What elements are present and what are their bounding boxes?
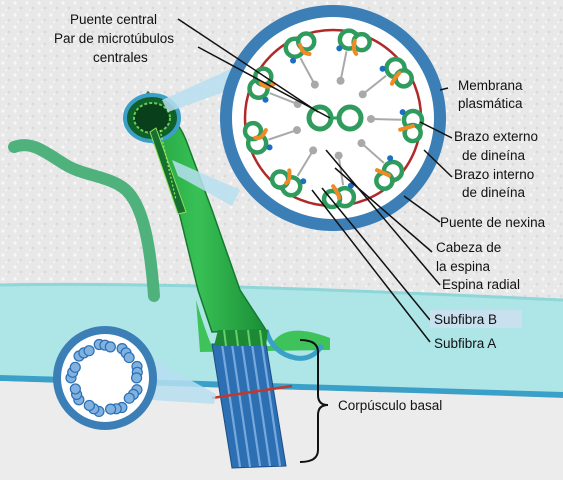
- basal-triplet: [123, 384, 143, 404]
- triplet-tubule: [69, 383, 81, 395]
- triplet-tubule: [69, 361, 81, 373]
- radial-spoke: [370, 117, 402, 121]
- basal-cross-section: [53, 326, 157, 430]
- label-outer-dynein-line1: Brazo externo: [454, 129, 538, 144]
- spoke-head: [366, 114, 375, 123]
- microtubule-doublet: [242, 120, 273, 155]
- microtubule-doublet: [398, 108, 425, 144]
- basal-triplet: [69, 383, 85, 406]
- cilium-cut-inner: [133, 102, 171, 134]
- inner-dynein-arm: [300, 178, 307, 185]
- basal-triplet: [83, 399, 105, 418]
- label-outer-dynein-line2: de dineína: [462, 148, 526, 163]
- outer-dynein-arm: [389, 70, 402, 86]
- subfiber-b-tubule: [242, 120, 264, 142]
- spoke-head: [336, 76, 345, 85]
- exposed-microtubules: [149, 127, 187, 215]
- outer-dynein-arm: [284, 168, 292, 186]
- triplet-tubule: [105, 403, 117, 415]
- basal-body: [211, 329, 293, 469]
- label-radial-spoke: Espina radial: [442, 277, 520, 292]
- label-central-bridge: Puente central: [70, 12, 157, 27]
- inner-dynein-arm: [262, 96, 269, 103]
- zoom-wedge-top: [162, 62, 246, 112]
- label-nexin-link: Puente de nexina: [440, 215, 546, 230]
- cell-membrane-top: [0, 282, 563, 302]
- radial-spoke: [269, 92, 299, 106]
- radial-spoke: [339, 51, 348, 81]
- triplet-tubule: [83, 399, 95, 412]
- radial-spoke: [296, 149, 315, 177]
- outer-dynein-arm: [398, 124, 415, 132]
- spoke-head: [310, 80, 319, 89]
- radial-spoke: [268, 129, 298, 141]
- basal-zoom-wedge: [150, 358, 216, 404]
- axoneme-cross-section: [220, 5, 446, 231]
- ciliary-base: [196, 300, 330, 352]
- inner-dynein-arm: [266, 144, 273, 151]
- triplet-tubule: [130, 372, 143, 384]
- leader-lines: [177, 18, 453, 343]
- triplet-tubule: [123, 392, 135, 404]
- spoke-head: [292, 126, 301, 135]
- label-basal-body: Corpúsculo basal: [338, 398, 442, 413]
- outer-dynein-arm: [331, 184, 341, 201]
- label-central-pair-line2: centrales: [93, 50, 148, 65]
- inner-dynein-arm: [336, 45, 343, 52]
- label-inner-dynein-line2: de dineína: [462, 185, 526, 200]
- outer-dynein-arm: [258, 81, 276, 89]
- microtubule-doublet: [321, 182, 357, 210]
- subfiber-b-highlight: [430, 310, 522, 328]
- triplet-tubule: [123, 351, 135, 364]
- spoke-head: [358, 90, 367, 99]
- microtubule-doublet: [336, 28, 372, 56]
- label-spoke-head-line1: Cabeza de: [436, 240, 501, 255]
- outer-dynein-arm: [298, 42, 312, 56]
- triplet-tubule: [104, 341, 116, 353]
- radial-spoke: [299, 57, 316, 86]
- inner-dynein-arm: [399, 109, 406, 116]
- zoom-wedge-mid: [172, 160, 240, 206]
- basal-triplet: [105, 401, 128, 415]
- microtubule-doublet: [283, 31, 317, 64]
- label-membrane-line1: Membrana: [458, 78, 523, 93]
- inner-dynein-arm: [387, 155, 394, 162]
- inner-dynein-arm: [379, 65, 386, 72]
- label-subfiber-a: Subfibra A: [434, 336, 496, 351]
- radial-spoke: [360, 142, 385, 164]
- outer-dynein-arm: [351, 38, 359, 56]
- inner-dynein-arm: [290, 57, 297, 64]
- label-membrane-line2: plasmática: [458, 96, 523, 111]
- central-pair: [306, 104, 364, 132]
- microtubule-doublet: [379, 56, 414, 89]
- inner-dynein-arm: [347, 182, 354, 189]
- secondary-cilium: [8, 139, 160, 302]
- label-inner-dynein-line1: Brazo interno: [454, 167, 534, 182]
- basal-bracket: [299, 339, 329, 463]
- label-central-pair-line1: Par de microtúbulos: [54, 31, 174, 46]
- label-spoke-head-line2: la espina: [436, 259, 491, 274]
- basal-triplet: [130, 360, 143, 384]
- radial-spoke: [362, 74, 387, 96]
- outer-dynein-arm: [253, 128, 268, 141]
- basal-triplet: [65, 361, 81, 384]
- basal-triplet: [73, 345, 95, 362]
- spoke-head: [357, 139, 366, 148]
- spoke-head: [309, 146, 318, 155]
- microtubule-doublet: [374, 155, 405, 191]
- triplet-tubule: [83, 345, 95, 357]
- basal-triplet: [116, 343, 135, 364]
- outer-dynein-arm: [374, 168, 391, 178]
- microtubule-doublet: [269, 168, 307, 198]
- spoke-head: [334, 151, 343, 160]
- basal-triplet: [93, 338, 116, 353]
- label-subfiber-b: Subfibra B: [434, 312, 497, 327]
- radial-spoke: [337, 155, 345, 186]
